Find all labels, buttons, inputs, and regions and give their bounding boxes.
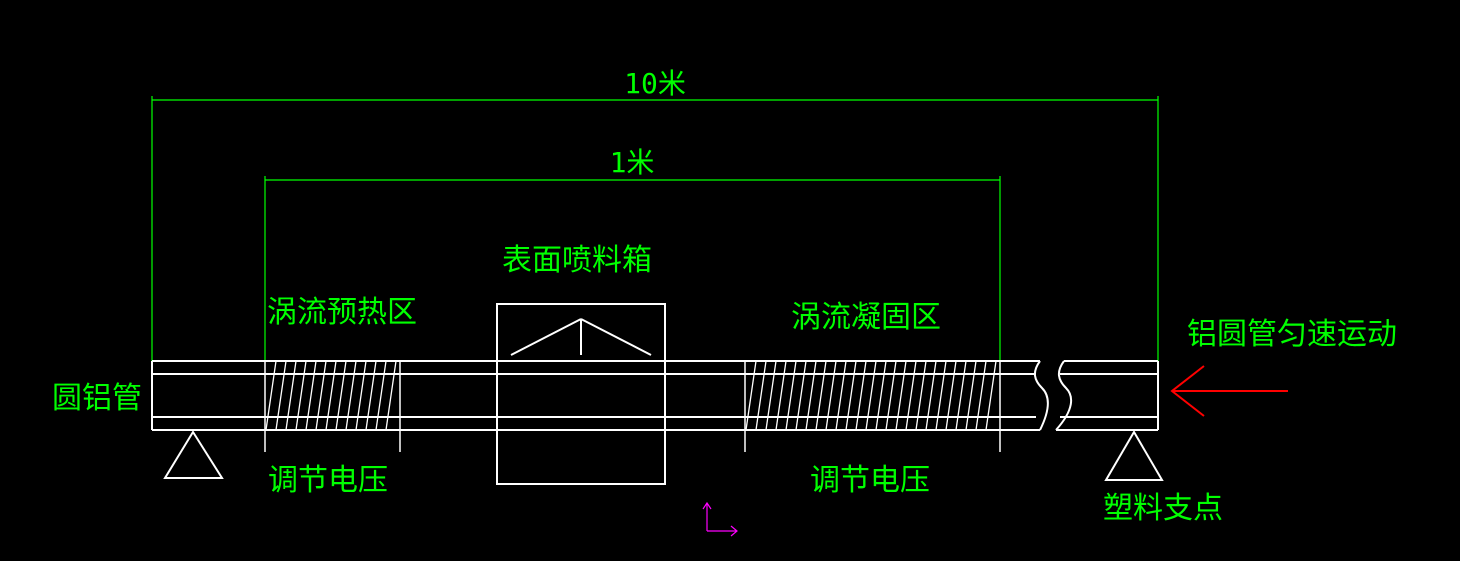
dimension-1m xyxy=(264,176,1001,362)
spray-nozzle-right xyxy=(580,318,652,356)
coil-winding xyxy=(265,360,277,431)
spray-box xyxy=(496,303,666,485)
total-length-label: 10米 xyxy=(624,67,686,100)
coil-winding xyxy=(835,360,847,431)
coil-winding xyxy=(985,360,997,431)
coil-winding xyxy=(935,360,947,431)
coil-winding xyxy=(285,360,297,431)
ucs-icon xyxy=(702,501,738,537)
coil-winding xyxy=(385,360,397,431)
coil-winding xyxy=(745,360,757,431)
coil-winding xyxy=(965,360,977,431)
coil-winding xyxy=(805,360,817,431)
coil-winding xyxy=(915,360,927,431)
coil-winding xyxy=(755,360,767,431)
motion-label: 铝圆管匀速运动 xyxy=(1187,317,1397,352)
preheat-zone-label: 涡流预热区 xyxy=(267,295,417,330)
coil-winding xyxy=(775,360,787,431)
spray-nozzle-left xyxy=(510,318,582,356)
coil-winding xyxy=(875,360,887,431)
coil-winding xyxy=(785,360,797,431)
support-triangle-right xyxy=(1104,430,1164,481)
coil-winding xyxy=(845,360,857,431)
coil-winding xyxy=(925,360,937,431)
coil-winding xyxy=(975,360,987,431)
coil-winding xyxy=(275,360,287,431)
support-label: 塑料支点 xyxy=(1103,491,1223,526)
coil-winding xyxy=(375,360,387,431)
coil-winding xyxy=(815,360,827,431)
coil-winding xyxy=(855,360,867,431)
solidify-coil xyxy=(745,360,997,431)
dimension-10m xyxy=(151,96,1159,362)
voltage-right-label: 调节电压 xyxy=(810,463,930,498)
coil-winding xyxy=(335,360,347,431)
coil-winding xyxy=(945,360,957,431)
coil-winding xyxy=(955,360,967,431)
coil-winding xyxy=(765,360,777,431)
coil-ticks xyxy=(264,361,1001,452)
solidify-zone-label: 涡流凝固区 xyxy=(791,300,941,335)
coil-winding xyxy=(865,360,877,431)
coil-winding xyxy=(825,360,837,431)
preheat-coil xyxy=(265,360,397,431)
support-triangle-left xyxy=(163,430,224,479)
coil-winding xyxy=(295,360,307,431)
coil-winding xyxy=(365,360,377,431)
tube-label: 圆铝管 xyxy=(52,381,142,416)
voltage-left-label: 调节电压 xyxy=(268,463,388,498)
coil-winding xyxy=(315,360,327,431)
coil-winding xyxy=(305,360,317,431)
coil-winding xyxy=(905,360,917,431)
spray-box-label: 表面喷料箱 xyxy=(502,243,652,278)
coil-winding xyxy=(345,360,357,431)
coil-winding xyxy=(325,360,337,431)
coil-winding xyxy=(355,360,367,431)
coil-winding xyxy=(895,360,907,431)
coil-winding xyxy=(885,360,897,431)
heated-length-label: 1米 xyxy=(610,146,655,179)
motion-arrow xyxy=(1170,365,1288,417)
coil-winding xyxy=(795,360,807,431)
aluminum-tube xyxy=(151,360,1159,431)
